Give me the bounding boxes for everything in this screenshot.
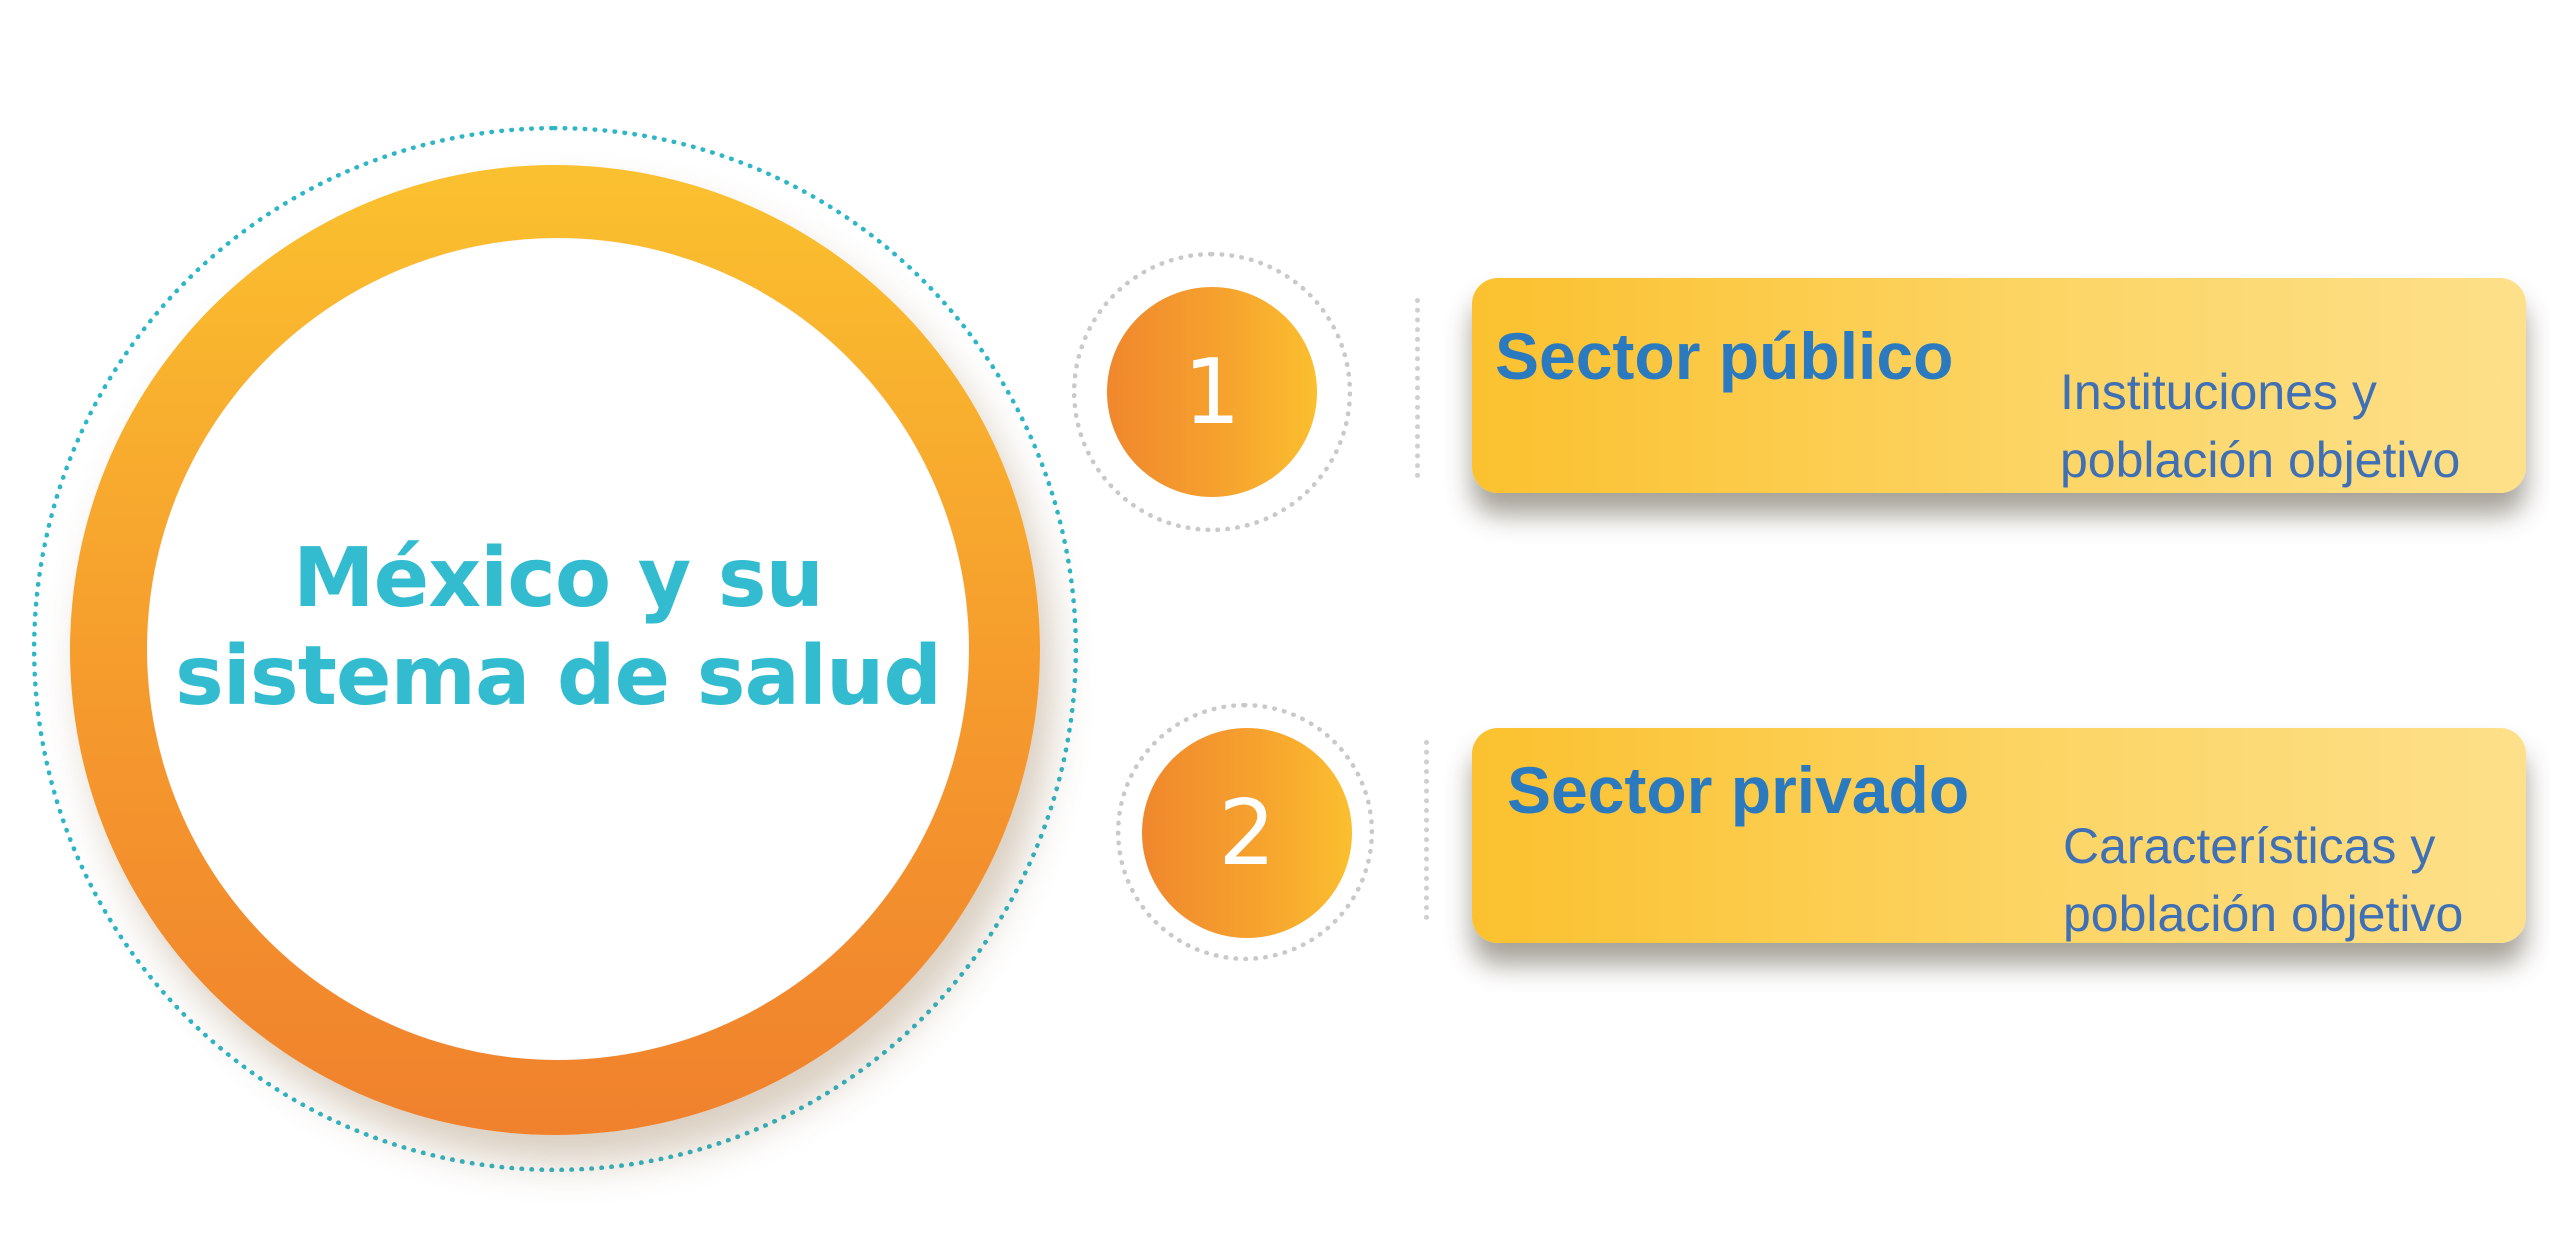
item-1-badge-dotted-ring: [1072, 252, 1352, 532]
hub-title-line-1: México y su: [293, 531, 824, 626]
item-2-separator: [1424, 740, 1429, 920]
hub-dotted-ring: [32, 126, 1078, 1172]
item-1-subtitle-line-1: Instituciones y: [2060, 364, 2377, 420]
item-1-subtitle: Instituciones y población objetivo: [2060, 358, 2460, 494]
item-2-badge-dotted-ring: [1116, 703, 1374, 961]
item-1-card: [1472, 278, 2526, 493]
item-1-separator: [1415, 298, 1420, 478]
item-2-card: [1472, 728, 2526, 943]
item-2-title: Sector privado: [1507, 753, 1970, 827]
item-2-subtitle: Características y población objetivo: [2063, 812, 2463, 948]
hub-title: México y su sistema de salud: [147, 530, 969, 726]
item-1-subtitle-line-2: población objetivo: [2060, 432, 2461, 488]
item-1-number-badge: 1: [1107, 287, 1317, 497]
item-1-title: Sector público: [1495, 319, 1954, 393]
item-2-subtitle-line-2: población objetivo: [2063, 886, 2464, 942]
hub-title-line-2: sistema de salud: [174, 629, 942, 724]
item-2-subtitle-line-1: Características y: [2063, 818, 2436, 874]
item-2-number-badge: 2: [1142, 728, 1352, 938]
hub-inner-circle: [147, 238, 969, 1060]
